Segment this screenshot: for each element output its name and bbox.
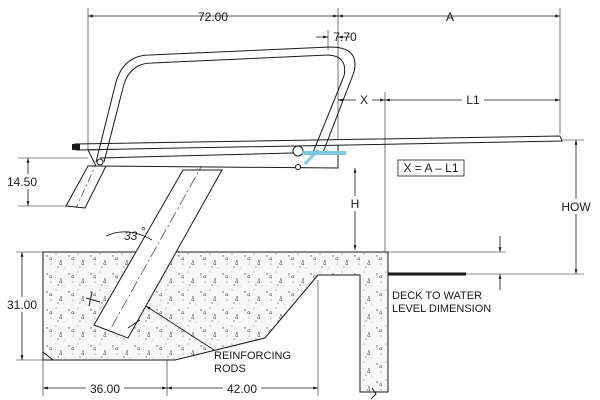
dim-7-70: 7.70 bbox=[333, 30, 357, 44]
break-line bbox=[370, 387, 377, 400]
dim-x: X bbox=[360, 93, 368, 107]
fulcrum-roller bbox=[292, 145, 304, 157]
dim-x-bg bbox=[356, 92, 372, 107]
angle-arc bbox=[105, 231, 153, 241]
highlight-diagonal bbox=[303, 148, 320, 166]
dim-h-bg bbox=[346, 196, 362, 211]
rod-stub-left-2 bbox=[88, 291, 93, 307]
rods-leader bbox=[145, 305, 215, 351]
dim-31-bg bbox=[4, 297, 40, 312]
dim-31-00: 31.00 bbox=[7, 298, 37, 312]
rod-stub-right bbox=[127, 319, 141, 329]
bolt-right bbox=[295, 164, 301, 170]
formula-text: X = A – L1 bbox=[403, 161, 458, 175]
dim-1450-bg bbox=[4, 174, 40, 189]
dim-how-bg bbox=[558, 199, 594, 214]
bolt-left bbox=[96, 158, 104, 166]
rear-leg bbox=[65, 165, 107, 209]
post-centerline bbox=[109, 141, 216, 331]
handrail-outer bbox=[95, 46, 356, 163]
note-deck-line1: DECK TO WATER bbox=[392, 290, 482, 302]
formula-box bbox=[397, 159, 465, 177]
board-end-cap bbox=[72, 144, 80, 150]
note-rods-line2: RODS bbox=[214, 363, 246, 375]
rear-leg-centerline bbox=[75, 159, 99, 209]
dim-h: H bbox=[351, 197, 360, 211]
dim-42-00: 42.00 bbox=[227, 382, 257, 396]
dim-14-50: 14.50 bbox=[7, 175, 37, 189]
dim-l1-bg bbox=[462, 92, 484, 107]
support-post bbox=[93, 169, 223, 339]
dim-a: A bbox=[446, 10, 454, 24]
note-rods-line1: REINFORCING bbox=[214, 350, 291, 362]
dim-angle-deg: ° bbox=[141, 224, 146, 238]
dim-36-00: 36.00 bbox=[90, 382, 120, 396]
dim-36-bg bbox=[86, 381, 124, 396]
frame-inner-line bbox=[99, 151, 331, 159]
chamfer-left bbox=[42, 351, 54, 361]
dim-42-bg bbox=[223, 381, 261, 396]
dim-angle: 33 bbox=[124, 229, 138, 243]
dim-l1: L1 bbox=[466, 93, 480, 107]
dim-how: HOW bbox=[561, 200, 591, 214]
note-deck-line2: LEVEL DIMENSION bbox=[392, 303, 491, 315]
rod-stub-left bbox=[85, 297, 101, 303]
dim-72: 72.00 bbox=[198, 10, 228, 24]
handrail-inner bbox=[103, 54, 346, 163]
